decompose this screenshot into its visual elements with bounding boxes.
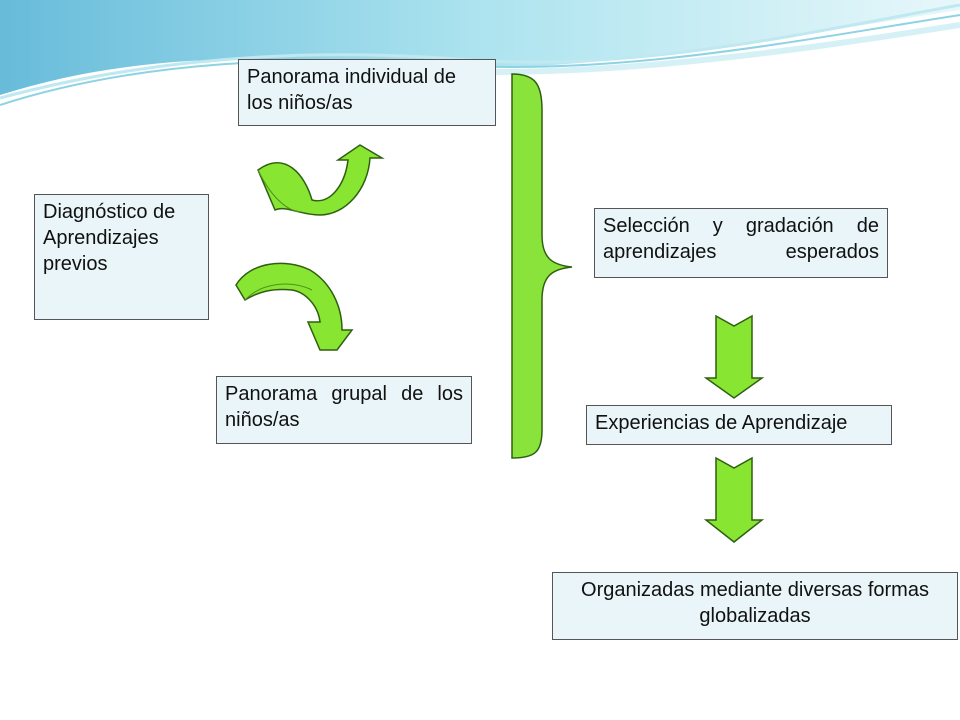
panorama-individual-label: Panorama individual de los niños/as xyxy=(247,66,457,114)
organizadas-box: Organizadas mediante diversas formas glo… xyxy=(552,572,958,640)
organizadas-label: Organizadas mediante diversas formas glo… xyxy=(581,579,929,627)
seleccion-label: Selección y gradación de aprendizajes es… xyxy=(603,215,879,263)
diagnostico-label: Diagnóstico de Aprendizajes previos xyxy=(43,201,176,275)
experiencias-label: Experiencias de Aprendizaje xyxy=(595,412,848,434)
panorama-grupal-box: Panorama grupal de los niños/as xyxy=(216,376,472,444)
seleccion-box: Selección y gradación de aprendizajes es… xyxy=(594,208,888,278)
panorama-individual-box: Panorama individual de los niños/as xyxy=(238,59,496,126)
down-arrow-icon xyxy=(703,456,765,543)
panorama-grupal-label: Panorama grupal de los niños/as xyxy=(225,383,463,431)
curved-arrow-down-icon xyxy=(235,262,354,351)
right-brace-icon xyxy=(511,73,573,459)
down-arrow-icon xyxy=(703,314,765,399)
experiencias-box: Experiencias de Aprendizaje xyxy=(586,405,892,445)
diagnostico-box: Diagnóstico de Aprendizajes previos xyxy=(34,194,209,320)
curved-arrow-up-icon xyxy=(257,144,385,216)
